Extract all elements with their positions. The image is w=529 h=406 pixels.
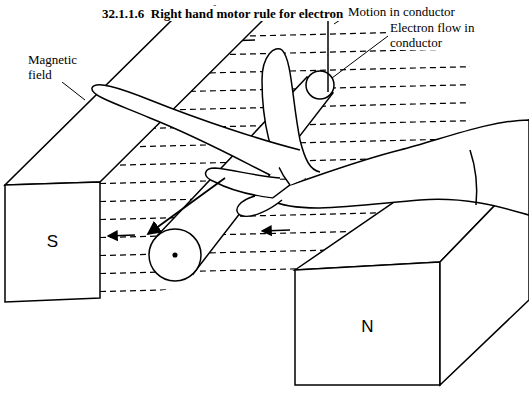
magnet-pole: S (5, 184, 100, 300)
part-label: Magnetic field (26, 52, 88, 82)
leader-lines (62, 16, 388, 100)
part-label: Motion in conductor (346, 4, 529, 19)
s-magnet (5, 6, 265, 302)
diagram-title: 32.1.1.6 Right hand motor rule for elect… (100, 6, 372, 21)
right-hand (92, 49, 529, 217)
magnet-pole: N (295, 268, 440, 385)
part-label: Electron flow in conductor (388, 20, 492, 50)
electron-flow-arrow (148, 178, 225, 234)
pole-letter: S (45, 232, 60, 252)
pole-letter: N (359, 317, 375, 337)
